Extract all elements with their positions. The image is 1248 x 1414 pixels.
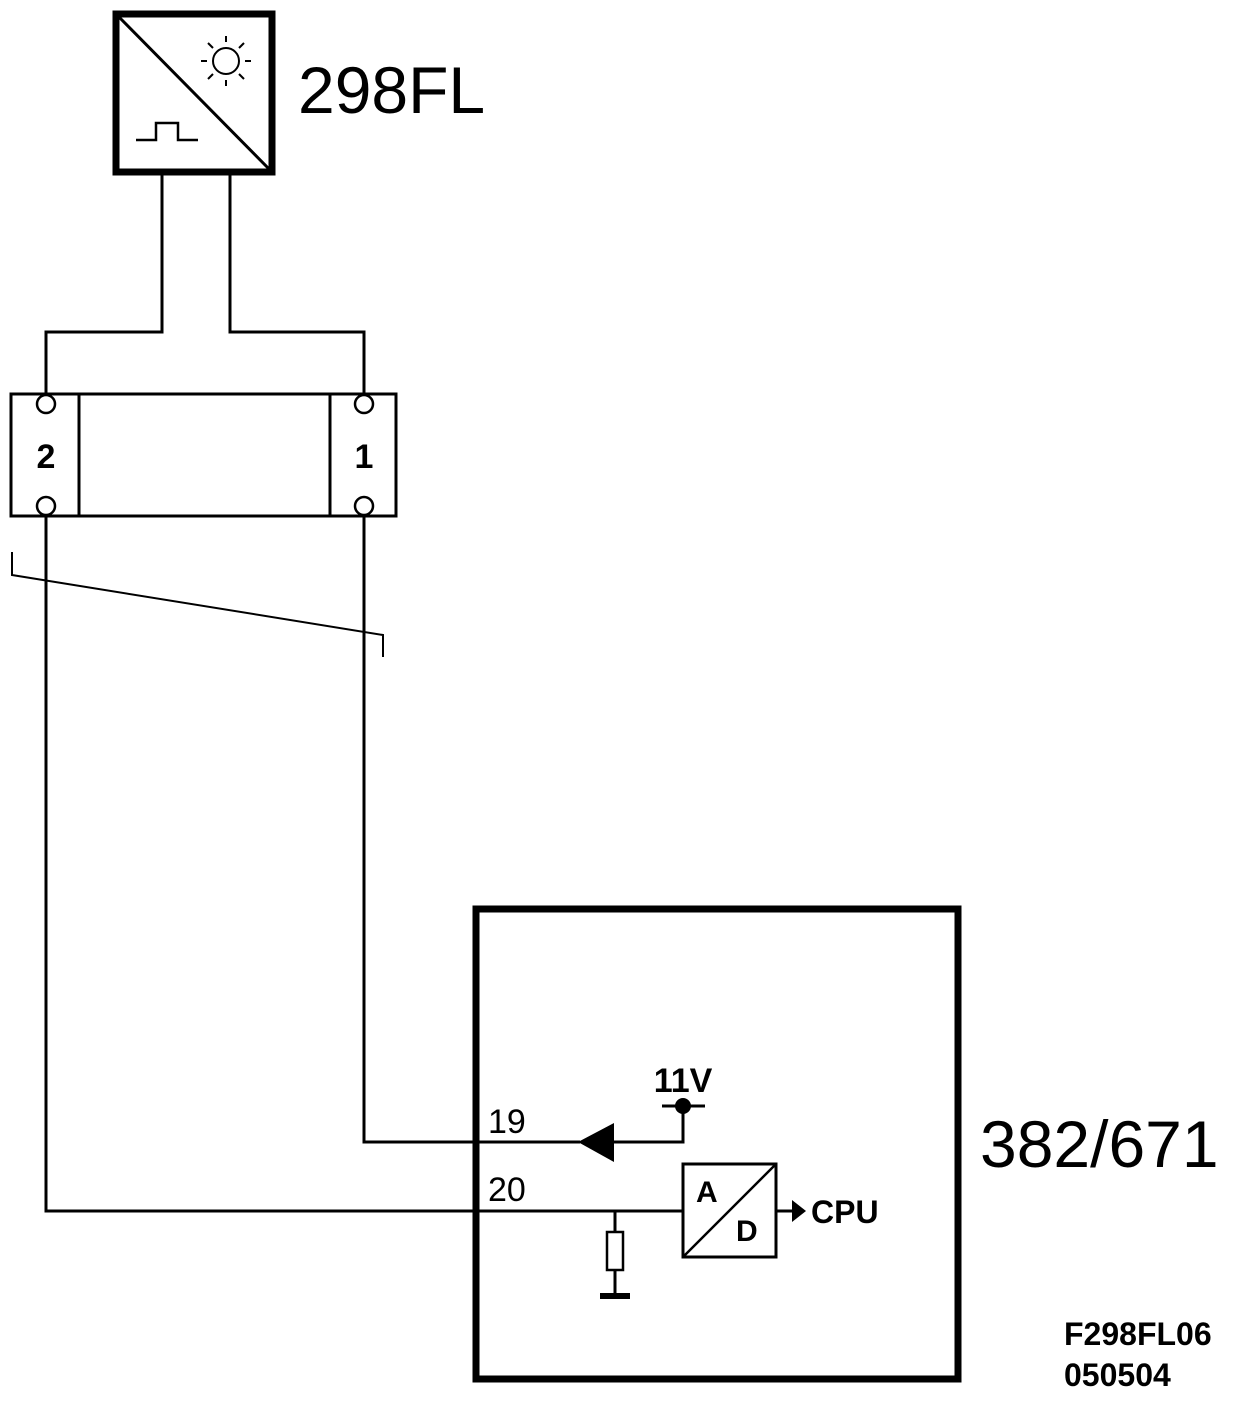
connector-terminal xyxy=(35,495,57,517)
reference-code: F298FL06 xyxy=(1064,1316,1212,1352)
supply-voltage-label: 11V xyxy=(654,1062,713,1100)
harness-wires xyxy=(44,515,682,1213)
light-sensor-icon xyxy=(201,36,251,86)
current-source-arrow xyxy=(578,1123,614,1162)
reference-date: 050504 xyxy=(1064,1357,1171,1393)
connector-body xyxy=(9,392,398,518)
ecu-pin-19: 19 xyxy=(488,1103,526,1141)
converter-a-label: A xyxy=(696,1176,718,1209)
connector-terminal xyxy=(35,393,57,415)
pull-down-resistor xyxy=(605,1211,625,1295)
supply-node xyxy=(675,1098,691,1114)
connector-terminal xyxy=(353,393,375,415)
converter-d-label: D xyxy=(736,1215,758,1248)
connector-pin-1: 1 xyxy=(355,438,374,476)
sensor-leads xyxy=(44,172,366,395)
sensor-298fl xyxy=(112,10,276,176)
connector-block xyxy=(9,392,398,518)
supply-circuit xyxy=(614,1104,705,1144)
sensor-label: 298FL xyxy=(298,53,485,127)
connector-terminal xyxy=(353,495,375,517)
cpu-output-arrow-icon xyxy=(792,1200,806,1222)
ecu-label: 382/671 xyxy=(980,1107,1219,1181)
ecu-pin-20: 20 xyxy=(488,1171,526,1209)
cpu-label: CPU xyxy=(811,1194,879,1230)
ecu-box xyxy=(472,905,962,1383)
sensor-diagonal xyxy=(114,12,274,174)
connector-pin-2: 2 xyxy=(37,438,56,476)
pulse-signal-icon xyxy=(136,121,198,142)
harness-break-line xyxy=(11,552,384,657)
sensor-box xyxy=(112,10,276,176)
